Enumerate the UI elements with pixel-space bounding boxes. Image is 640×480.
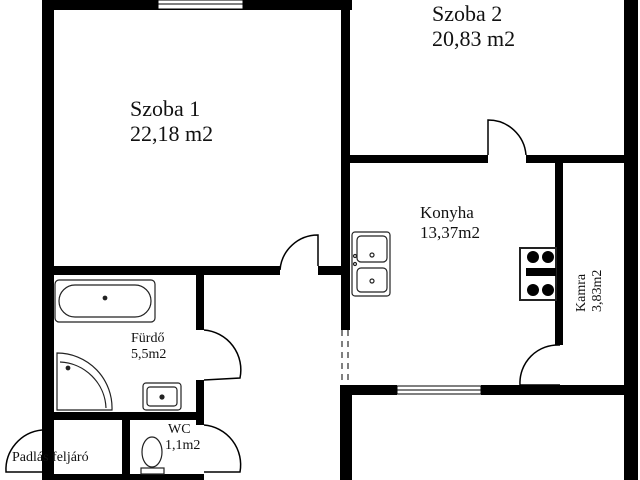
walls xyxy=(42,0,638,480)
wall-furdo-bottom xyxy=(42,412,204,420)
room-name: Konyha xyxy=(420,203,474,222)
wall-szoba1-bottom-left xyxy=(42,266,280,275)
room-area: 22,18 m2 xyxy=(130,121,214,147)
door-kamra[interactable] xyxy=(519,344,561,386)
corner-tub-icon xyxy=(56,352,113,411)
door-szoba1[interactable] xyxy=(279,234,319,271)
door-szoba2[interactable] xyxy=(487,119,527,156)
wall-kamra xyxy=(555,163,563,345)
wall-szoba2-konyha-right xyxy=(526,155,626,163)
room-name: Fürdő xyxy=(131,331,165,346)
room-padlas: Padlás feljáró xyxy=(12,450,89,466)
room-name: Padlás feljáró xyxy=(12,450,89,465)
room-name: WC xyxy=(168,422,191,437)
wall-furdo-right-bottom xyxy=(196,380,204,425)
wall-konyha-bottom-left xyxy=(340,385,397,395)
room-area: 13,37m2 xyxy=(420,222,480,242)
room-konyha: Konyha 13,37m2 xyxy=(420,203,480,242)
room-area: 5,5m2 xyxy=(131,347,167,363)
room-kamra: Kamra 3,83m2 xyxy=(574,270,606,312)
wall-szoba1-szoba2 xyxy=(341,0,350,330)
windows xyxy=(157,0,482,395)
sink-icon xyxy=(142,382,182,411)
wall-furdo-right-top xyxy=(196,275,204,330)
wall-szoba2-konyha-left xyxy=(348,155,488,163)
fixtures xyxy=(54,231,557,475)
stove-icon xyxy=(519,247,557,301)
double-sink-icon xyxy=(351,231,391,297)
bathtub-icon xyxy=(54,279,156,323)
doors xyxy=(5,119,561,473)
room-area: 3,83m2 xyxy=(590,269,606,312)
wall-lower-vertical xyxy=(340,385,352,480)
room-wc: WC 1,1m2 xyxy=(165,422,200,454)
room-szoba1: Szoba 1 22,18 m2 xyxy=(130,96,213,147)
wall-left-outer xyxy=(42,0,54,480)
wall-wc-left xyxy=(122,420,130,480)
toilet-icon xyxy=(140,436,165,475)
room-name: Kamra xyxy=(574,273,589,312)
wall-bottom xyxy=(42,474,204,480)
room-furdo: Fürdő 5,5m2 xyxy=(131,331,166,363)
room-name: Szoba 2 xyxy=(432,1,503,26)
room-area: 20,83 m2 xyxy=(432,26,516,52)
door-wc[interactable] xyxy=(203,424,242,473)
door-furdo[interactable] xyxy=(203,329,242,381)
room-area: 1,1m2 xyxy=(165,438,201,454)
door-padlas[interactable] xyxy=(5,429,43,473)
wall-konyha-bottom-right xyxy=(481,385,626,395)
room-szoba2: Szoba 2 20,83 m2 xyxy=(432,1,515,52)
room-name: Szoba 1 xyxy=(130,96,201,121)
wall-right-outer xyxy=(624,0,638,480)
opening-dashed xyxy=(341,330,349,385)
wall-szoba1-bottom-right xyxy=(318,266,348,275)
